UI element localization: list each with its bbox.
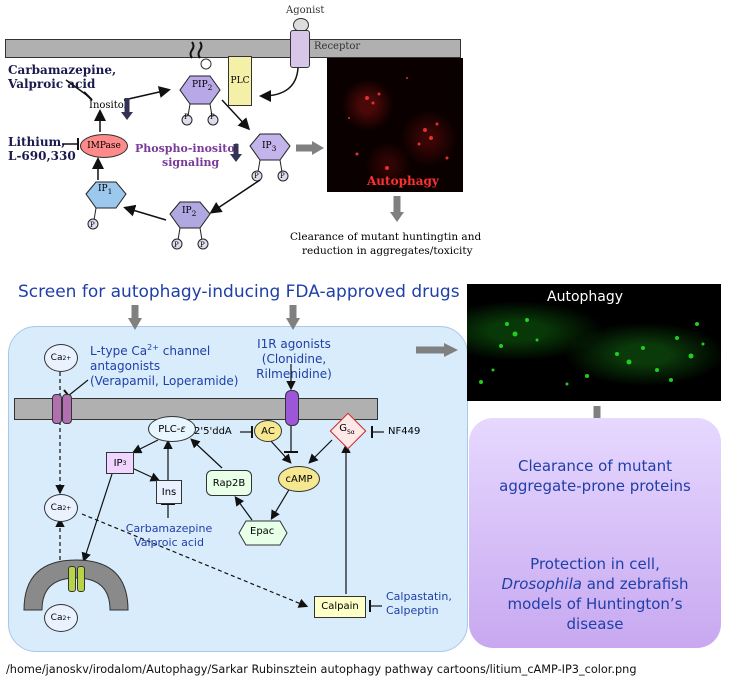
top-pathway-arrows bbox=[62, 67, 404, 222]
ip2-ring bbox=[169, 201, 211, 250]
pip2-label: PIP2 bbox=[192, 80, 213, 92]
gsa-label: G bbox=[339, 423, 347, 434]
ca-label: Ca bbox=[50, 353, 63, 363]
er-channel-icon bbox=[77, 566, 85, 592]
calcium-channel-icon bbox=[62, 394, 72, 424]
receptor bbox=[290, 30, 310, 68]
clearance-top-line1: Clearance of mutant huntingtin and bbox=[290, 231, 482, 243]
gsa-node: GSα bbox=[329, 412, 367, 450]
calpain-label: Calpain bbox=[321, 601, 359, 612]
p-label: P bbox=[174, 241, 179, 249]
impase-oval: IMPase bbox=[80, 134, 128, 158]
p-label: P bbox=[184, 113, 189, 121]
valproic-top-label: Valproic acid bbox=[8, 77, 96, 91]
gsa-sub: Sα bbox=[346, 429, 355, 436]
l690-label: L-690,330 bbox=[8, 149, 76, 163]
ins-node: Ins bbox=[156, 480, 182, 504]
ip3-sub: 3 bbox=[122, 459, 127, 467]
epac-label: Epac bbox=[250, 526, 275, 537]
i1r-receptor-icon bbox=[285, 390, 299, 426]
calcium-channel-icon bbox=[52, 394, 62, 424]
ddA-label: 2'5'ddA bbox=[194, 426, 232, 437]
phospho-label-2: signaling bbox=[162, 156, 220, 169]
ca-label: Ca bbox=[50, 503, 63, 513]
carbamazepine-top-label: Carbamazepine, bbox=[8, 63, 117, 77]
clearance-top-line2: reduction in aggregates/toxicity bbox=[302, 245, 473, 257]
p-label: P bbox=[90, 221, 95, 229]
calpain-node: Calpain bbox=[314, 596, 366, 618]
p-label: P bbox=[280, 172, 285, 180]
pip2-ring bbox=[179, 75, 221, 126]
p-label: P bbox=[254, 172, 259, 180]
impase-label: IMPase bbox=[87, 141, 121, 151]
red-puncta bbox=[348, 77, 449, 170]
plc-epsilon-node: PLC-ε bbox=[148, 416, 196, 442]
camp-label: cAMP bbox=[285, 473, 313, 485]
outcome-box bbox=[469, 418, 721, 648]
rap2b-node: Rap2B bbox=[206, 470, 252, 496]
ac-node: AC bbox=[254, 420, 282, 442]
lipid-tails-icon bbox=[189, 41, 212, 70]
autophagy-red-image: Autophagy bbox=[327, 58, 463, 192]
ip1-ring bbox=[85, 181, 127, 230]
plc-label: PLC- bbox=[158, 423, 181, 435]
autophagy-green-image: Autophagy bbox=[467, 284, 721, 401]
ltype-label: L-type Ca2+ channel antagonists (Verapam… bbox=[90, 343, 239, 388]
ca-label: Ca bbox=[50, 613, 63, 623]
ip3-top-ring bbox=[249, 133, 291, 182]
calpastatin-label: Calpastatin,Calpeptin bbox=[386, 590, 452, 617]
autophagy-green-label: Autophagy bbox=[547, 289, 624, 305]
ins-label: Ins bbox=[161, 486, 177, 498]
p-label: P bbox=[200, 241, 205, 249]
receptor-label: Receptor bbox=[314, 41, 361, 52]
i1r-label: I1R agonists (Clonidine, Rilmenidine) bbox=[256, 337, 332, 381]
lithium-label: Lithium, bbox=[8, 135, 66, 149]
rap2b-label: Rap2B bbox=[212, 477, 246, 489]
plc-box: PLC bbox=[228, 56, 252, 106]
ca-sup: 2+ bbox=[62, 614, 72, 622]
nf449-label: NF449 bbox=[388, 426, 421, 437]
camp-node: cAMP bbox=[278, 466, 320, 492]
agonist-label: Agonist bbox=[286, 5, 325, 16]
protection-text: Protection in cell, Drosophila and zebra… bbox=[501, 555, 689, 633]
ip1-label: IP1 bbox=[98, 184, 113, 196]
plc-label: PLC bbox=[230, 76, 250, 86]
plc-epsilon: ε bbox=[180, 423, 186, 435]
ac-label: AC bbox=[261, 425, 275, 437]
er-channel-icon bbox=[68, 566, 76, 592]
ca-sup: 2+ bbox=[62, 354, 72, 362]
screen-title: Screen for autophagy-inducing FDA-approv… bbox=[18, 282, 460, 302]
inositol-label: Inositol bbox=[89, 100, 127, 111]
ip3-top-label: IP3 bbox=[262, 141, 277, 153]
autophagy-red-label: Autophagy bbox=[367, 174, 439, 188]
file-path-footer: /home/janoskv/irodalom/Autophagy/Sarkar … bbox=[6, 663, 637, 676]
epac-node bbox=[238, 520, 288, 546]
green-puncta bbox=[479, 318, 705, 386]
ip3-label: IP bbox=[113, 457, 123, 469]
phospho-label-1: Phospho-inositol bbox=[135, 142, 239, 155]
p-label: P bbox=[210, 113, 215, 121]
ip2-label: IP2 bbox=[182, 206, 197, 218]
ca-sup: 2+ bbox=[62, 504, 72, 512]
